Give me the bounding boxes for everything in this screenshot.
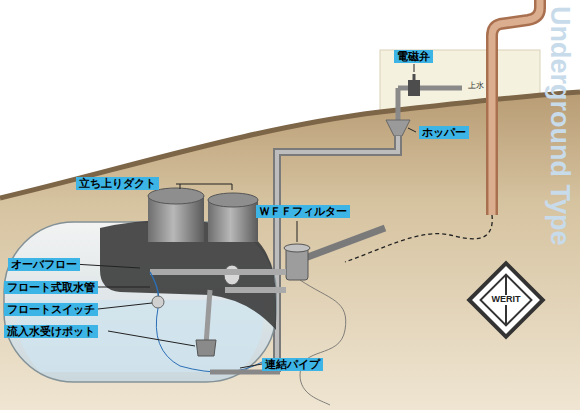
wff-filter — [286, 248, 308, 280]
supply-pipe — [398, 86, 462, 91]
part-name: フロート式取水管 — [7, 281, 95, 294]
label-box: オーバフロー — [8, 258, 80, 271]
part-name: 立ち上りダクト — [79, 177, 156, 190]
part-name: ＷＦＦフィルター — [259, 205, 347, 218]
wire — [300, 280, 346, 405]
logo-text: WERIT — [491, 295, 522, 305]
bracket — [180, 184, 232, 190]
overflow-pipe — [225, 287, 286, 293]
part-name: 電磁弁 — [397, 50, 430, 63]
label-box: 連結パイプ — [262, 358, 323, 371]
label-box: 電磁弁 — [394, 50, 433, 63]
duct-top — [208, 193, 258, 207]
inflow-pipe — [305, 228, 385, 258]
part-name: 流入水受けポット — [7, 325, 95, 338]
supply-drop — [396, 88, 401, 120]
hopper — [386, 120, 410, 136]
supply-label: 上水 — [467, 82, 485, 91]
buried-pipe — [345, 215, 492, 262]
inflow-pot — [196, 340, 216, 356]
downspout — [492, 0, 540, 215]
part-name: フロートスイッチ — [7, 303, 95, 316]
float-ball — [152, 296, 164, 308]
duct-top — [148, 188, 204, 204]
leader-line — [98, 287, 150, 288]
drain-pipe-edge — [277, 136, 398, 372]
switch-cable — [156, 308, 262, 372]
valve-stem — [413, 74, 416, 80]
inflow-down — [206, 290, 210, 345]
leader-line — [408, 128, 416, 132]
part-name: ホッパー — [422, 126, 466, 139]
label-box: ホッパー — [419, 126, 469, 139]
leader-line — [73, 264, 140, 268]
part-name: オーバフロー — [11, 258, 77, 271]
leader-line — [108, 331, 195, 346]
label-box: フロートスイッチ — [4, 303, 98, 316]
leader-line — [414, 64, 415, 72]
label-box: ＷＦＦフィルター — [256, 205, 350, 218]
label-box: フロート式取水管 — [4, 281, 98, 294]
logo — [469, 263, 543, 337]
filter-top — [284, 244, 310, 252]
label-box: 立ち上りダクト — [76, 177, 159, 190]
valve-body — [408, 80, 420, 96]
leader-line — [98, 303, 152, 309]
inlet-pipe — [150, 269, 286, 275]
drain-pipe — [277, 136, 398, 372]
leader-line — [297, 221, 298, 242]
downspout-edge — [492, 0, 540, 215]
part-name: 連結パイプ — [265, 358, 320, 371]
label-box: 流入水受けポット — [4, 325, 98, 338]
leader-line — [240, 364, 262, 368]
leader-line — [176, 184, 180, 185]
watermark: Underground Type — [544, 6, 574, 246]
